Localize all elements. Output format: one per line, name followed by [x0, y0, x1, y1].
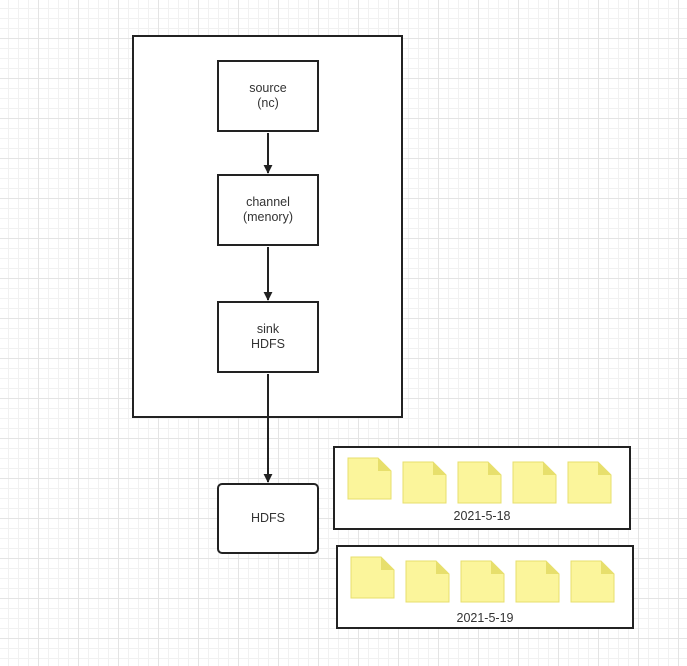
file-icon[interactable] [567, 461, 612, 504]
sink-label: sink [256, 322, 280, 336]
file-icon[interactable] [350, 556, 395, 599]
file-icon[interactable] [402, 461, 447, 504]
file-icons [350, 556, 615, 603]
file-icons [347, 457, 612, 504]
file-icon[interactable] [457, 461, 502, 504]
sink-node[interactable]: sink HDFS [217, 301, 319, 373]
file-icon[interactable] [512, 461, 557, 504]
partition-2021-5-19[interactable]: 2021-5-19 [336, 545, 634, 629]
source-label: source [249, 81, 287, 95]
hdfs-node[interactable]: HDFS [217, 483, 319, 554]
partition-2021-5-18[interactable]: 2021-5-18 [333, 446, 631, 530]
source-type: (nc) [257, 96, 279, 110]
partition-date-label: 2021-5-19 [456, 611, 514, 625]
file-icon[interactable] [347, 457, 392, 500]
file-icon[interactable] [515, 560, 560, 603]
file-icon[interactable] [570, 560, 615, 603]
hdfs-label: HDFS [250, 511, 286, 525]
file-icon[interactable] [460, 560, 505, 603]
partition-date-label: 2021-5-18 [453, 509, 511, 523]
sink-type: HDFS [250, 337, 286, 351]
channel-node[interactable]: channel (menory) [217, 174, 319, 246]
file-icon[interactable] [405, 560, 450, 603]
channel-label: channel [246, 195, 290, 209]
channel-type: (menory) [242, 210, 293, 224]
source-node[interactable]: source (nc) [217, 60, 319, 132]
